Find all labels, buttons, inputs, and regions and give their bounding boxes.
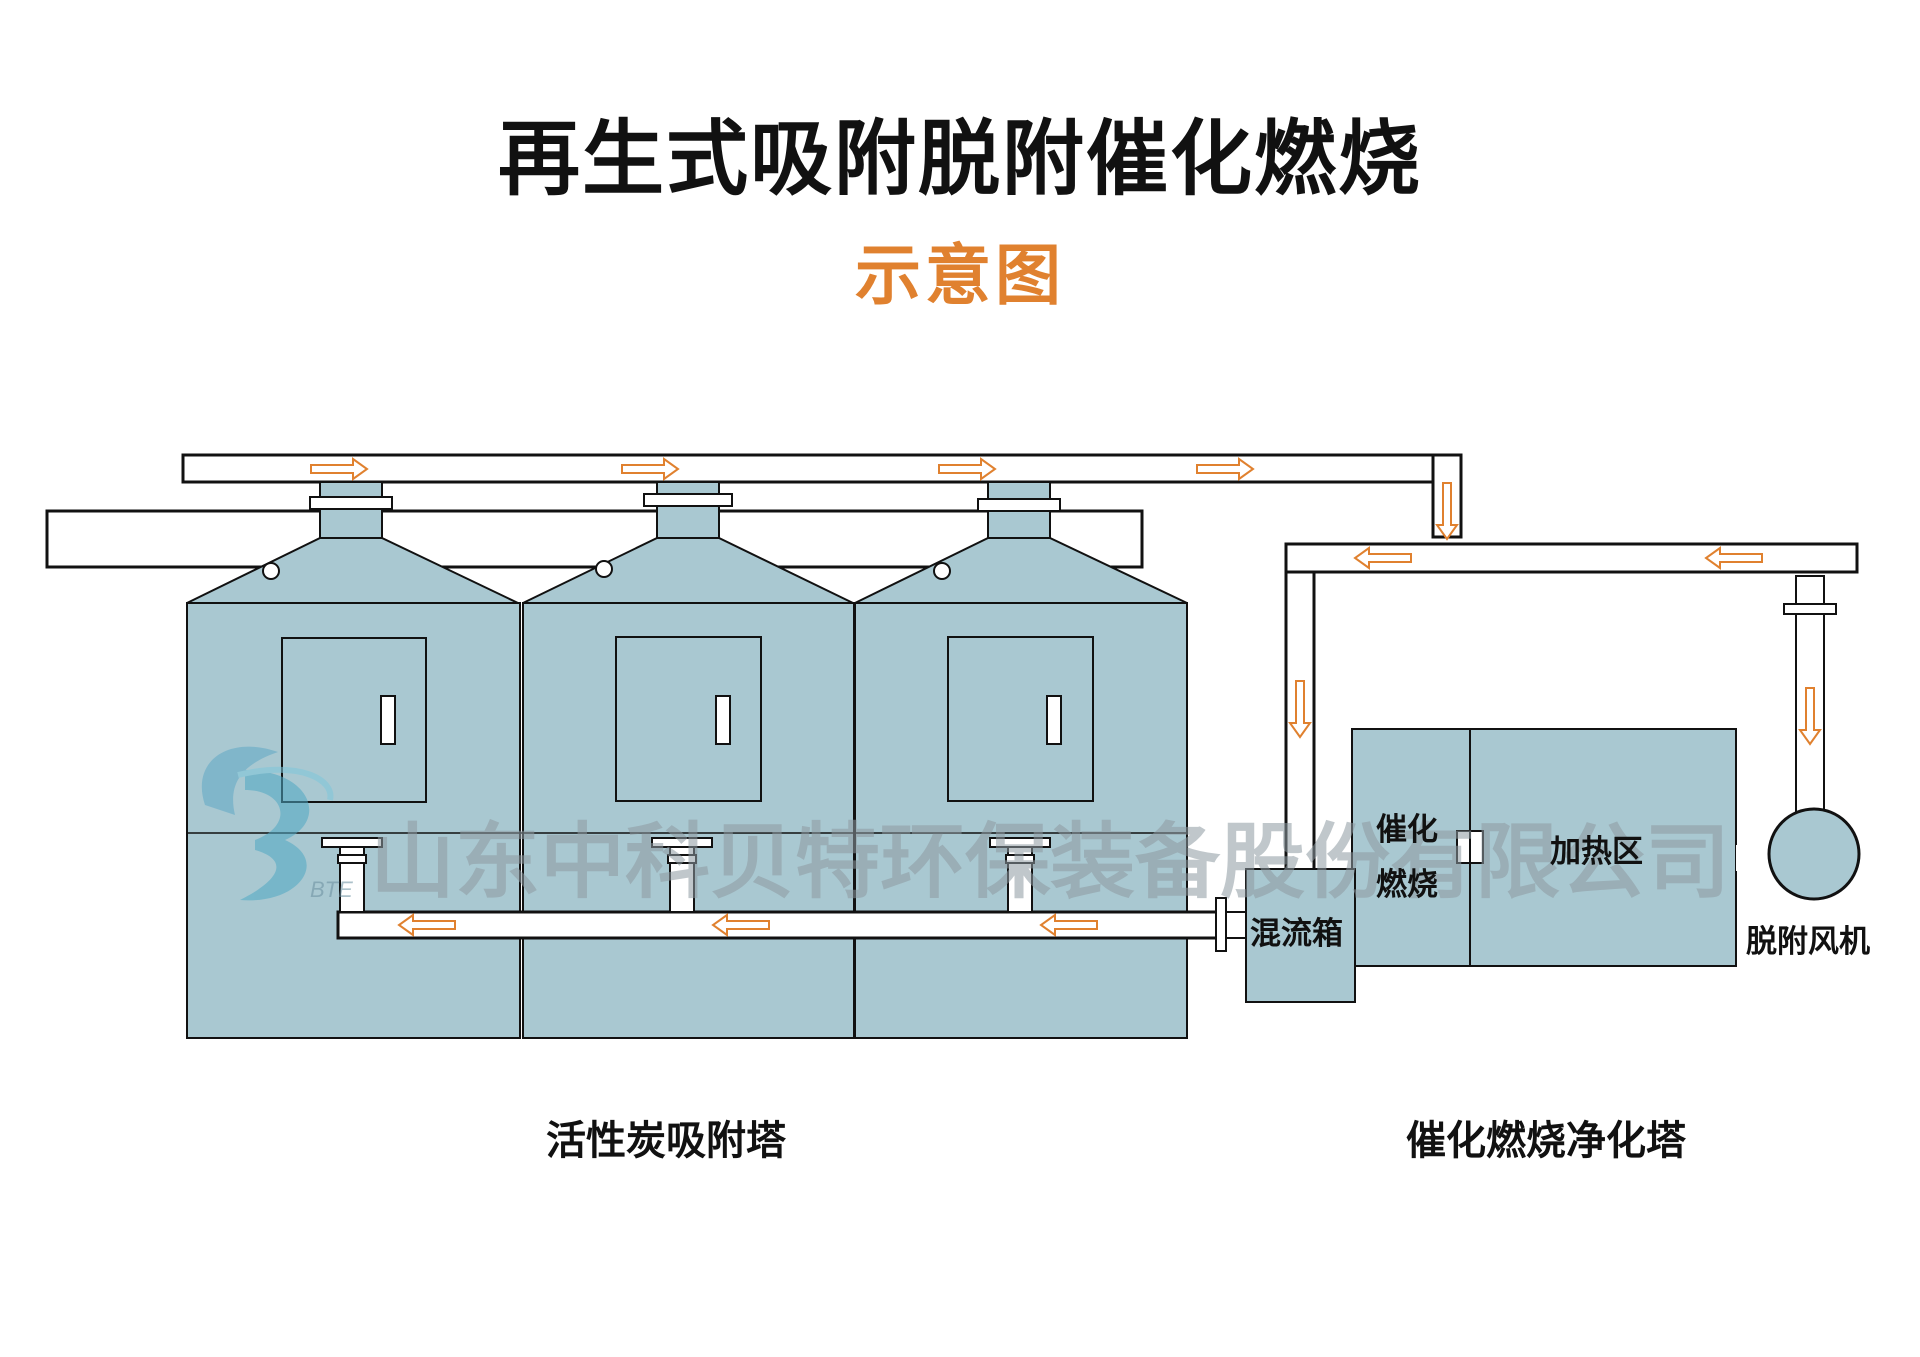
adsorption-tower-bodies <box>186 602 1188 1039</box>
bte-logo-icon <box>201 746 278 815</box>
catalytic-combustion-label-2: 燃烧 <box>1376 867 1438 903</box>
page-title: 再生式吸附脱附催化燃烧 <box>497 112 1422 207</box>
company-watermark: BTE 山东中科贝特环保装备股份有限公司 <box>201 746 1730 910</box>
adsorption-tower-label: 活性炭吸附塔 <box>546 1118 786 1164</box>
page-subtitle: 示意图 <box>855 237 1065 314</box>
desorption-fan-label: 脱附风机 <box>1746 924 1870 960</box>
mixing-box <box>1245 868 1356 1003</box>
mixing-box-label: 混流箱 <box>1250 916 1343 952</box>
watermark-logo-text: BTE <box>310 877 353 902</box>
catalytic-combustion-unit <box>1351 728 1768 967</box>
watermark-company-name: 山东中科贝特环保装备股份有限公司 <box>370 815 1730 910</box>
catalytic-tower-label: 催化燃烧净化塔 <box>1406 1118 1686 1164</box>
fan-icon <box>1767 807 1861 901</box>
catalytic-combustion-label-1: 催化 <box>1376 812 1438 848</box>
tower-hoods <box>186 537 1188 604</box>
heating-zone-label: 加热区 <box>1550 834 1643 870</box>
